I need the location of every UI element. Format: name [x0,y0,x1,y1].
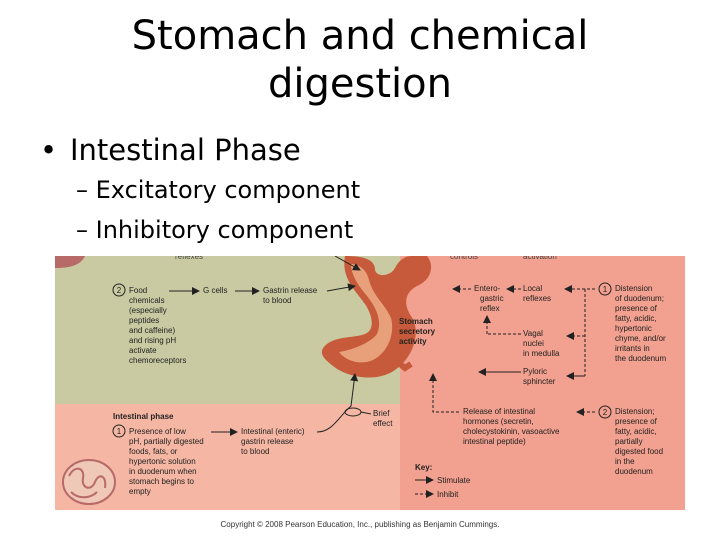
key-stimulate-label: Stimulate [437,476,471,485]
top-fragment-reflexes: reflexes [175,256,203,261]
upper-band-background [55,256,400,404]
distension-step-1: 1 Distension of duodenum; presence of fa… [598,282,668,363]
bullet-text: Intestinal Phase [70,133,301,167]
sub-bullet-excitatory: – Excitatory component [76,176,361,204]
bullet-dot-icon: • [40,133,58,167]
slide-title-line-2: digestion [268,61,452,107]
stomach-illustration-icon [321,256,432,378]
top-fragment-activation: activation [523,256,557,261]
presence-step: 1 Presence of low pH, partially digested… [112,424,206,496]
release-of-hormones-label: Release of intestinal hormones (secretin… [463,407,562,446]
distension-step-2: 2 Distension; presence of fatty, acidic,… [598,405,665,476]
arrow-release-to-stomach [429,373,459,413]
key-inhibit-label: Inhibit [437,490,459,499]
organ-fragment-icon [55,256,85,268]
stomach-secretory-activity-label: Stomach secretory activity [399,317,437,346]
digestion-figure: reflexes controls activation 2 Food chem… [55,256,685,510]
copyright-notice: Copyright © 2008 Pearson Education, Inc.… [220,520,500,529]
presence-of-low-ph-label: Presence of low pH, partially digested f… [129,427,206,496]
brief-effect-leader [360,411,372,415]
g-cells-label: G cells [203,286,227,295]
bullet-item: • Intestinal Phase [40,130,360,170]
brief-effect-label: Brief effect [373,409,393,428]
svg-text:2: 2 [603,408,608,417]
figure-key: Key: Stimulate Inhibit [415,463,471,499]
vagal-nuclei-label: Vagal nuclei in medulla [523,329,560,358]
arrow-gastrin-to-stomach [326,283,356,292]
bullet-list: • Intestinal Phase – Excitatory component… [40,130,360,250]
gastrin-release-label: Gastrin release to blood [263,286,319,305]
svg-text:1: 1 [117,427,122,436]
food-chemicals-label: Food chemicals (especially peptides and … [129,286,186,365]
intestinal-phase-header: Intestinal phase [113,412,174,421]
sub-bullet-inhibitory: – Inhibitory component [76,216,354,244]
pyloric-sphincter-label: Pyloric sphincter [523,367,556,386]
distension-presence-label: Distension; presence of fatty, acidic, p… [615,407,665,476]
key-title: Key: [415,463,432,472]
intestine-illustration-icon [62,459,116,505]
top-fragment-controls: controls [450,256,478,261]
distension-of-duodenum-label: Distension of duodenum; presence of fatt… [615,284,668,363]
food-step-number: 2 [117,286,122,295]
arrow-top-to-stomach [334,256,361,271]
slide-title: Stomach and chemical digestion [0,12,720,108]
arrow-intestinal-gastrin-to-stomach [316,373,359,433]
right-panel-background [400,256,685,510]
local-reflexes-label: Local reflexes [523,284,551,303]
slide-title-line-1: Stomach and chemical [131,13,589,59]
food-chemicals-step: 2 Food chemicals (especially peptides an… [112,283,186,365]
figure-svg: reflexes controls activation 2 Food chem… [55,256,685,510]
enterogastric-reflex-label: Entero- gastric reflex [474,284,506,313]
intestinal-gastrin-release-label: Intestinal (enteric) gastrin release to … [241,427,307,456]
svg-text:1: 1 [603,285,608,294]
